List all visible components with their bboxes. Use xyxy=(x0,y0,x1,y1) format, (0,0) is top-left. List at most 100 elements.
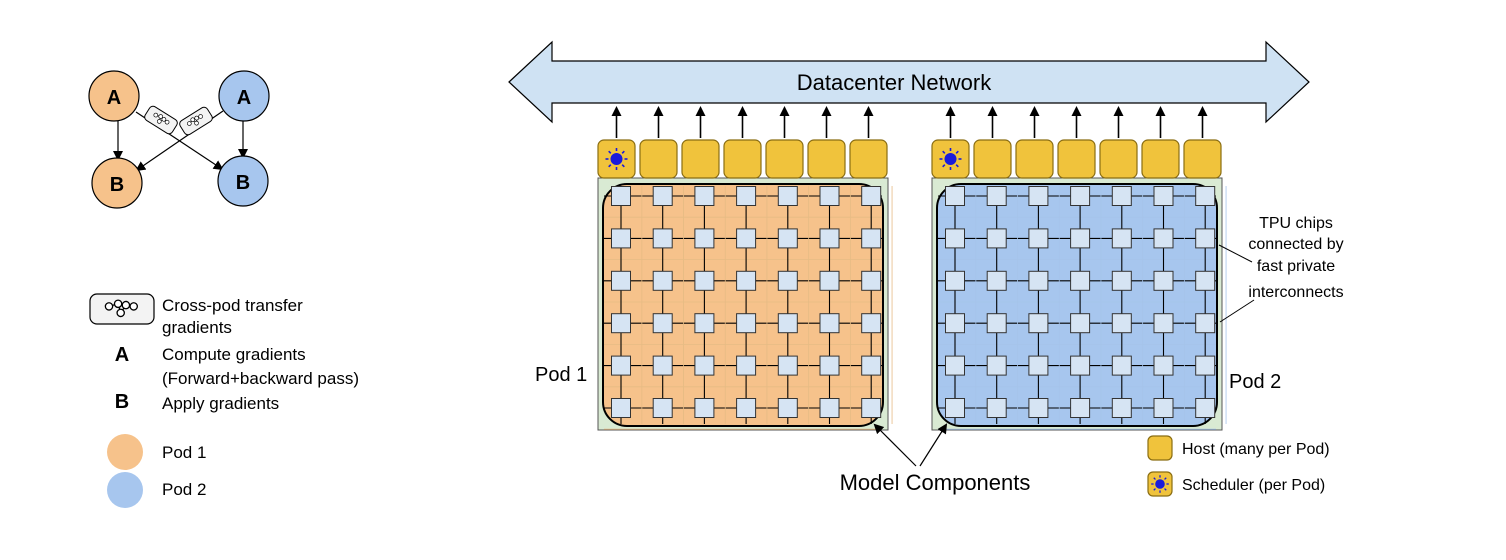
tpu-chip xyxy=(819,270,840,291)
tpu-chip xyxy=(736,228,757,249)
tpu-chip xyxy=(819,228,840,249)
network-double-arrow xyxy=(508,40,1310,124)
tpu-line4: interconnects xyxy=(1248,284,1343,301)
tpu-chip xyxy=(611,355,631,376)
svg-text:B: B xyxy=(236,172,250,194)
tpu-chip xyxy=(1195,186,1216,206)
legend-pod2-label: Pod 2 xyxy=(162,480,206,499)
tpu-chip xyxy=(1195,313,1216,334)
tpu-chip xyxy=(694,313,715,334)
pod1-model-region xyxy=(602,183,884,427)
tpu-chip xyxy=(1070,313,1091,334)
host xyxy=(973,139,1012,179)
host xyxy=(849,139,888,179)
pod2-group xyxy=(931,106,1227,431)
tpu-chip xyxy=(861,355,882,376)
cross-pod-transfer-icon-2 xyxy=(179,106,213,136)
legend-transfer-line2: gradients xyxy=(162,318,232,337)
tpu-chip xyxy=(1111,186,1132,206)
tpu-chip xyxy=(1111,313,1132,334)
tpu-chip xyxy=(1195,228,1216,249)
tpu-pointer-1 xyxy=(1218,244,1253,263)
tpu-chip xyxy=(694,270,715,291)
cross-pod-transfer-icon-1 xyxy=(144,105,178,135)
tpu-chip xyxy=(861,398,882,418)
right-legend: Host (many per Pod) Scheduler (per Pod) xyxy=(1147,435,1330,497)
host-legend-icon xyxy=(1147,435,1173,461)
tpu-chip xyxy=(1070,186,1091,206)
tpu-chip xyxy=(819,313,840,334)
tpu-chip xyxy=(1153,228,1174,249)
dataflow-diagram: A A B B xyxy=(88,70,270,209)
host xyxy=(1057,139,1096,179)
tpu-chip xyxy=(819,398,840,418)
host xyxy=(723,139,762,179)
tpu-chip xyxy=(1111,398,1132,418)
tpu-chip xyxy=(611,186,631,206)
tpu-chip xyxy=(1028,270,1049,291)
model-pointer-left xyxy=(873,423,917,467)
tpu-chip xyxy=(945,228,965,249)
legend-a-line2: (Forward+backward pass) xyxy=(162,369,359,388)
node-b-pod2: B xyxy=(217,155,269,207)
tpu-chip xyxy=(736,186,757,206)
tpu-chip xyxy=(1195,398,1216,418)
tpu-chip xyxy=(777,228,798,249)
tpu-chip xyxy=(1153,313,1174,334)
tpu-chip xyxy=(945,186,965,206)
tpu-chip xyxy=(652,355,673,376)
tpu-chip xyxy=(694,398,715,418)
tpu-chip xyxy=(861,313,882,334)
tpu-chip xyxy=(777,186,798,206)
tpu-chip xyxy=(1153,355,1174,376)
tpu-chip xyxy=(736,313,757,334)
host xyxy=(639,139,678,179)
host-legend-label: Host (many per Pod) xyxy=(1182,441,1330,458)
pod1-group xyxy=(597,106,893,431)
datacenter-network: Datacenter Network xyxy=(508,40,1310,124)
scheduler-legend-label: Scheduler (per Pod) xyxy=(1182,477,1325,494)
tpu-line3: fast private xyxy=(1257,258,1335,275)
pod2-label: Pod 2 xyxy=(1229,371,1281,393)
host xyxy=(765,139,804,179)
tpu-chip xyxy=(1028,313,1049,334)
host xyxy=(681,139,720,179)
tpu-chip xyxy=(1070,228,1091,249)
tpu-chip xyxy=(611,398,631,418)
host xyxy=(1183,139,1222,179)
host xyxy=(1015,139,1054,179)
pod2-interconnect xyxy=(938,186,1227,430)
tpu-chip xyxy=(1111,270,1132,291)
tpu-chip xyxy=(652,313,673,334)
network-label: Datacenter Network xyxy=(797,70,992,95)
tpu-chip xyxy=(1028,355,1049,376)
tpu-chip xyxy=(1111,355,1132,376)
tpu-chip xyxy=(777,355,798,376)
legend-pod2-swatch xyxy=(107,472,143,508)
tpu-chip xyxy=(611,270,631,291)
tpu-line2: connected by xyxy=(1248,236,1343,253)
host xyxy=(1141,139,1180,179)
tpu-chip xyxy=(611,313,631,334)
tpu-chip xyxy=(986,355,1007,376)
tpu-chip xyxy=(945,313,965,334)
tpu-chip xyxy=(986,186,1007,206)
svg-text:A: A xyxy=(107,87,121,109)
tpu-chip xyxy=(1195,355,1216,376)
tpu-chip xyxy=(694,186,715,206)
tpu-chip xyxy=(1111,228,1132,249)
tpu-chip xyxy=(945,270,965,291)
pods xyxy=(597,106,1227,431)
tpu-chip xyxy=(736,355,757,376)
host xyxy=(807,139,846,179)
tpu-chip xyxy=(777,270,798,291)
scheduler-legend-icon xyxy=(1147,471,1173,497)
host xyxy=(1099,139,1138,179)
pod1-label: Pod 1 xyxy=(535,364,587,386)
tpu-chip xyxy=(986,398,1007,418)
tpu-chip xyxy=(694,355,715,376)
legend-pod1-label: Pod 1 xyxy=(162,443,206,462)
pod2-model-region xyxy=(936,183,1218,427)
tpu-chip xyxy=(611,228,631,249)
